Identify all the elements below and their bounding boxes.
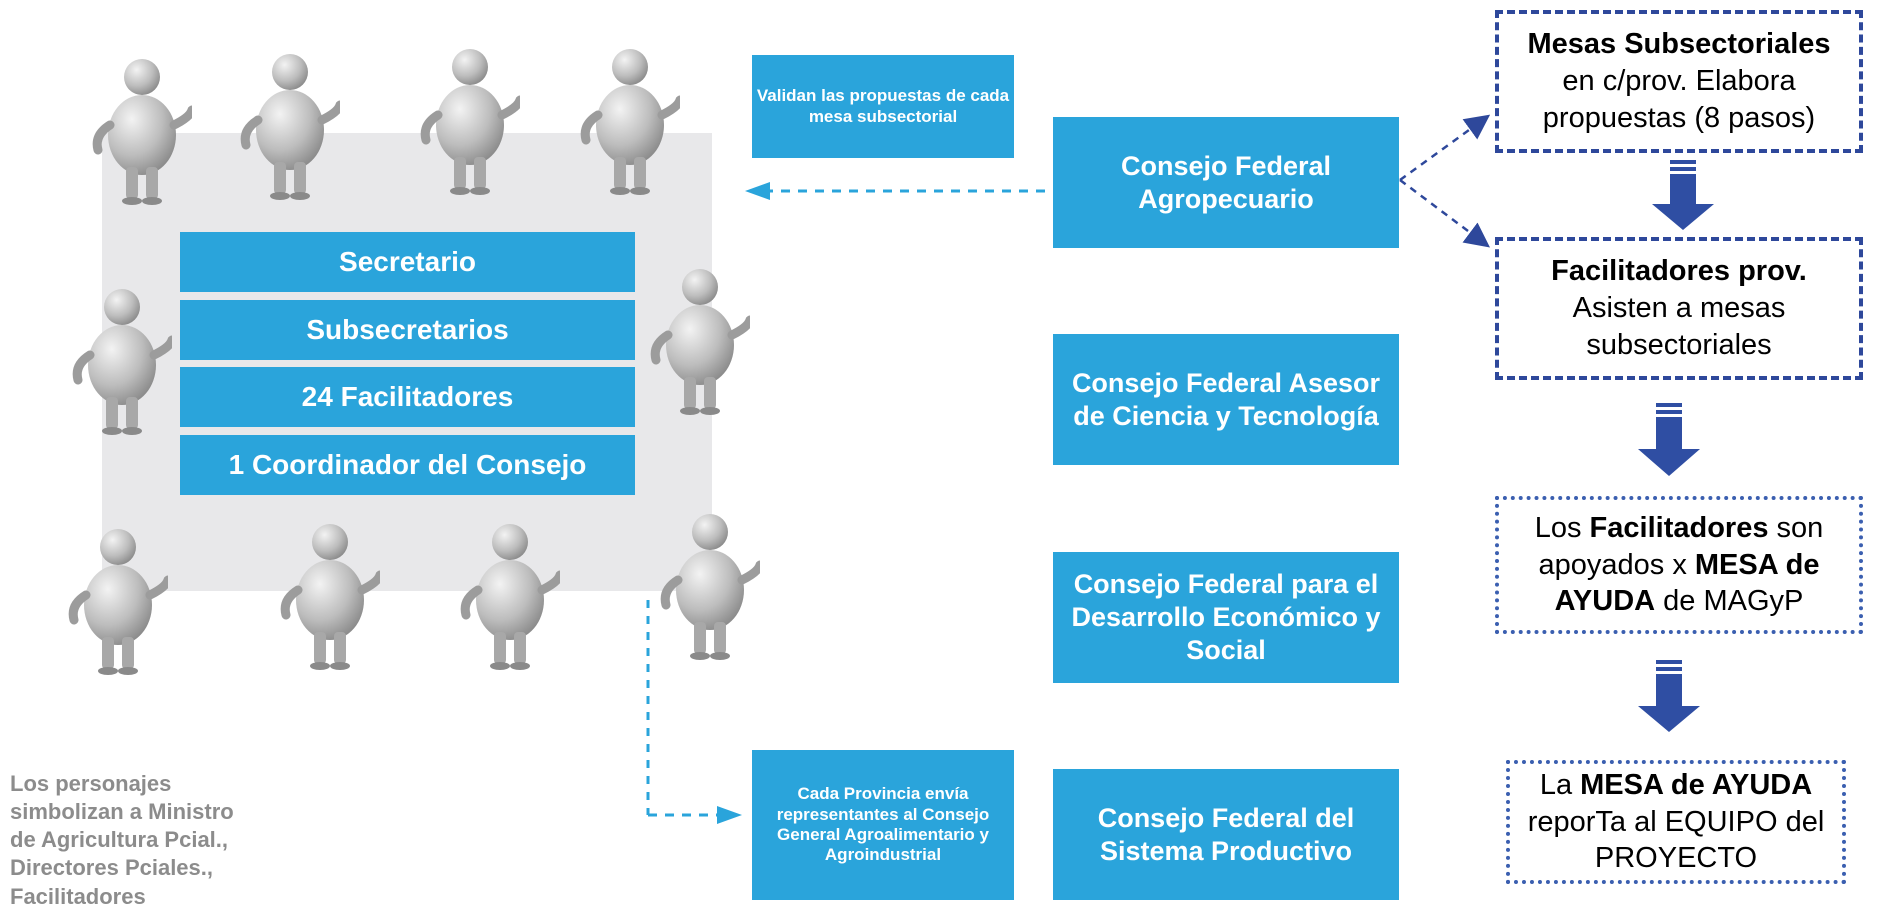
apoyo-t4: de MAGyP: [1655, 585, 1804, 618]
caption-line: Directores Pciales.,: [10, 855, 214, 881]
note-cada-provincia: Cada Provincia envía representantes al C…: [752, 750, 1014, 900]
arrow-to-mesas: [1399, 114, 1491, 182]
mesas-line3: propuestas (8 pasos): [1542, 101, 1816, 134]
mesas-line2: en c/prov. Elabora: [1562, 65, 1796, 98]
reporta-t1: La: [1539, 768, 1581, 801]
stack-facilitadores: 24 Facilitadores: [180, 367, 635, 427]
caption-line: de Agricultura Pcial.,: [10, 827, 229, 853]
apoyo-b2: MESA de: [1694, 548, 1820, 581]
reporta-b1: MESA de AYUDA: [1580, 768, 1813, 801]
caption-line: Facilitadores: [10, 883, 146, 909]
apoyo-t3: apoyados x: [1538, 548, 1695, 581]
council-desarrollo: Consejo Federal para el Desarrollo Econó…: [1053, 552, 1399, 683]
mesas-title: Mesas Subsectoriales: [1527, 28, 1831, 61]
council-agropecuario: Consejo Federal Agropecuario: [1053, 117, 1399, 248]
caption: Los personajes simbolizan a Ministro de …: [10, 770, 300, 911]
reporta-line2: reporTa al EQUIPO del: [1527, 805, 1825, 838]
arrow-council-to-panel-head: [745, 182, 770, 200]
arrow-to-facilitadores: [1399, 179, 1490, 248]
apoyo-b1: Facilitadores: [1589, 511, 1769, 544]
council-sistema-productivo: Consejo Federal del Sistema Productivo: [1053, 769, 1399, 900]
stack-coordinador: 1 Coordinador del Consejo: [180, 435, 635, 495]
stack-subsecretarios: Subsecretarios: [180, 300, 635, 360]
stack-secretario: Secretario: [180, 232, 635, 292]
note-validan: Validan las propuestas de cada mesa subs…: [752, 55, 1014, 158]
arrow-panel-to-provincia-head: [717, 806, 742, 824]
box-facilitadores-prov: Facilitadores prov. Asisten a mesas subs…: [1495, 237, 1863, 380]
facilitadores-line2: Asisten a mesas: [1572, 292, 1786, 325]
apoyo-t1: Los: [1534, 511, 1590, 544]
facilitadores-line3: subsectoriales: [1586, 328, 1772, 361]
down-arrow-2: [1638, 403, 1700, 476]
down-arrow-1: [1652, 160, 1714, 230]
caption-line: Los personajes: [10, 771, 172, 796]
apoyo-t2: son: [1768, 511, 1824, 544]
facilitadores-title: Facilitadores prov.: [1551, 255, 1807, 288]
reporta-line3: PROYECTO: [1594, 842, 1758, 875]
box-mesas-subsectoriales: Mesas Subsectoriales en c/prov. Elabora …: [1495, 10, 1863, 153]
caption-line: simbolizan a Ministro: [10, 799, 234, 825]
council-ciencia-tecnologia: Consejo Federal Asesor de Ciencia y Tecn…: [1053, 334, 1399, 465]
down-arrow-3: [1638, 660, 1700, 732]
apoyo-b3: AYUDA: [1554, 585, 1656, 618]
box-mesa-de-ayuda-reporta: La MESA de AYUDA reporTa al EQUIPO del P…: [1506, 760, 1846, 884]
gray-panel: [102, 133, 712, 591]
box-mesa-de-ayuda-apoyo: Los Facilitadores son apoyados x MESA de…: [1495, 496, 1863, 634]
